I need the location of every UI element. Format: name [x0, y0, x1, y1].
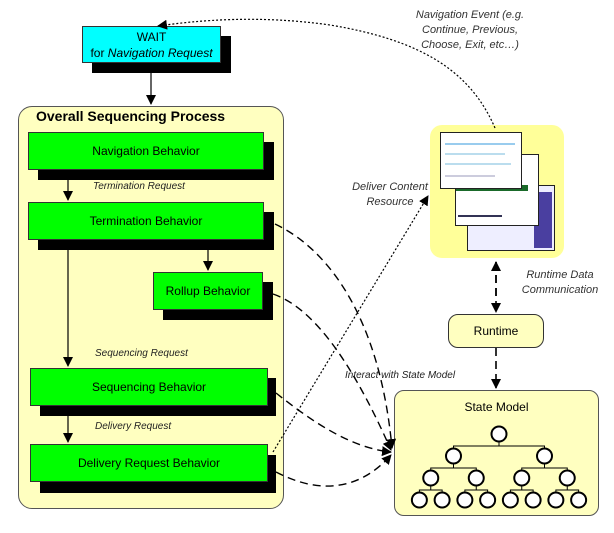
delivery-state-connector	[275, 454, 392, 487]
navigation-behavior: Navigation Behavior	[28, 132, 264, 170]
deliver-content-label: Deliver Content Resource	[352, 181, 428, 208]
overall-sequencing-process-title: Overall Sequencing Process	[36, 108, 226, 124]
interact-with-state-model-label: Interact with State Model	[345, 370, 456, 381]
state-model-title: State Model	[464, 400, 529, 414]
sequencing-request-label: Sequencing Request	[95, 348, 188, 359]
delivery-request-label: Delivery Request	[95, 421, 172, 432]
termination-behavior: Termination Behavior	[28, 202, 264, 240]
termination-request-label: Termination Request	[93, 181, 185, 192]
sequencing-behavior: Sequencing Behavior	[30, 368, 268, 406]
wait-label: WAIT	[136, 30, 167, 44]
termination-state-connector	[274, 223, 397, 449]
wait-sub-label: for Navigation Request	[90, 46, 213, 60]
wait-box: WAIT for Navigation Request	[82, 26, 221, 63]
rollup-behavior: Rollup Behavior	[153, 272, 263, 310]
navigation-event-label: Navigation Event (e.g. Continue, Previou…	[415, 9, 525, 51]
runtime-box: Runtime	[448, 314, 544, 348]
delivery-request-behavior: Delivery Request Behavior	[30, 444, 268, 482]
sequencing-state-connector	[275, 392, 392, 457]
content-page-1	[440, 132, 522, 189]
runtime-data-label: Runtime Data Communication	[521, 269, 599, 296]
